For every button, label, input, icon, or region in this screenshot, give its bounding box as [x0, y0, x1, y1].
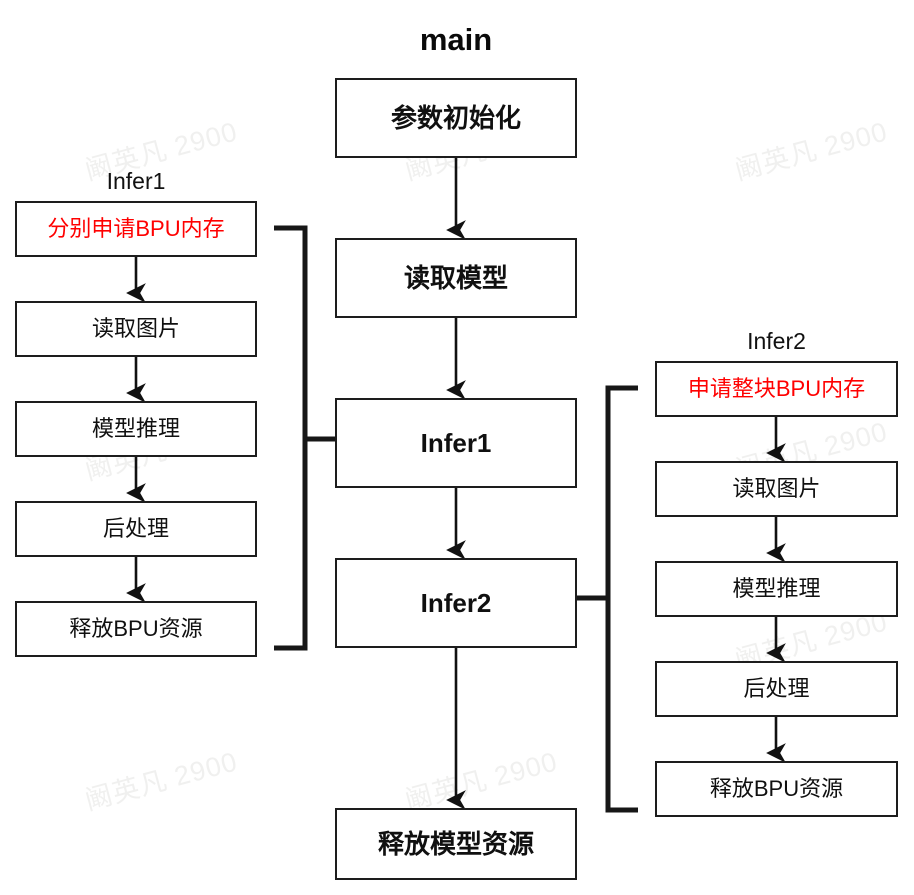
- left-node-release-bpu[interactable]: 释放BPU资源: [15, 601, 257, 657]
- center-node-infer1[interactable]: Infer1: [335, 398, 577, 488]
- left-node-release-bpu-label: 释放BPU资源: [69, 615, 203, 641]
- left-node-read-image[interactable]: 读取图片: [15, 301, 257, 357]
- left-group-label: Infer1: [106, 168, 166, 194]
- watermark-2: 阚英凡 2900: [731, 116, 891, 186]
- right-node-read-image-label: 读取图片: [732, 475, 821, 501]
- bracket-right-group: [605, 385, 638, 813]
- left-node-alloc-bpu-separate[interactable]: 分别申请BPU内存: [15, 201, 257, 257]
- right-node-release-bpu[interactable]: 释放BPU资源: [655, 761, 898, 817]
- right-node-alloc-bpu-whole[interactable]: 申请整块BPU内存: [655, 361, 898, 417]
- center-node-infer2-label: Infer2: [420, 587, 492, 618]
- left-node-model-inference[interactable]: 模型推理: [15, 401, 257, 457]
- right-node-post-process-label: 后处理: [743, 675, 810, 701]
- right-node-release-bpu-label: 释放BPU资源: [709, 775, 844, 801]
- right-node-alloc-bpu-whole-label: 申请整块BPU内存: [687, 375, 866, 401]
- watermark-7: 阚英凡 2900: [401, 746, 561, 816]
- left-node-alloc-bpu-separate-label: 分别申请BPU内存: [47, 215, 225, 241]
- center-node-init-label: 参数初始化: [390, 102, 521, 133]
- center-node-infer1-label: Infer1: [420, 427, 492, 458]
- watermark-6: 阚英凡 2900: [81, 746, 241, 816]
- center-node-release-model[interactable]: 释放模型资源: [335, 808, 577, 880]
- left-node-read-image-label: 读取图片: [91, 315, 180, 341]
- right-node-model-inference-label: 模型推理: [732, 575, 821, 601]
- center-node-infer2[interactable]: Infer2: [335, 558, 577, 648]
- main-title: main: [419, 22, 493, 57]
- right-node-post-process[interactable]: 后处理: [655, 661, 898, 717]
- center-node-load-model[interactable]: 读取模型: [335, 238, 577, 318]
- right-group-label: Infer2: [747, 328, 806, 354]
- left-node-post-process-label: 后处理: [102, 515, 169, 541]
- center-node-release-model-label: 释放模型资源: [377, 828, 534, 859]
- center-node-load-model-label: 读取模型: [403, 262, 508, 293]
- bracket-left-group: [274, 225, 308, 651]
- right-node-model-inference[interactable]: 模型推理: [655, 561, 898, 617]
- center-node-init[interactable]: 参数初始化: [335, 78, 577, 158]
- right-node-read-image[interactable]: 读取图片: [655, 461, 898, 517]
- left-node-post-process[interactable]: 后处理: [15, 501, 257, 557]
- left-node-model-inference-label: 模型推理: [91, 415, 180, 441]
